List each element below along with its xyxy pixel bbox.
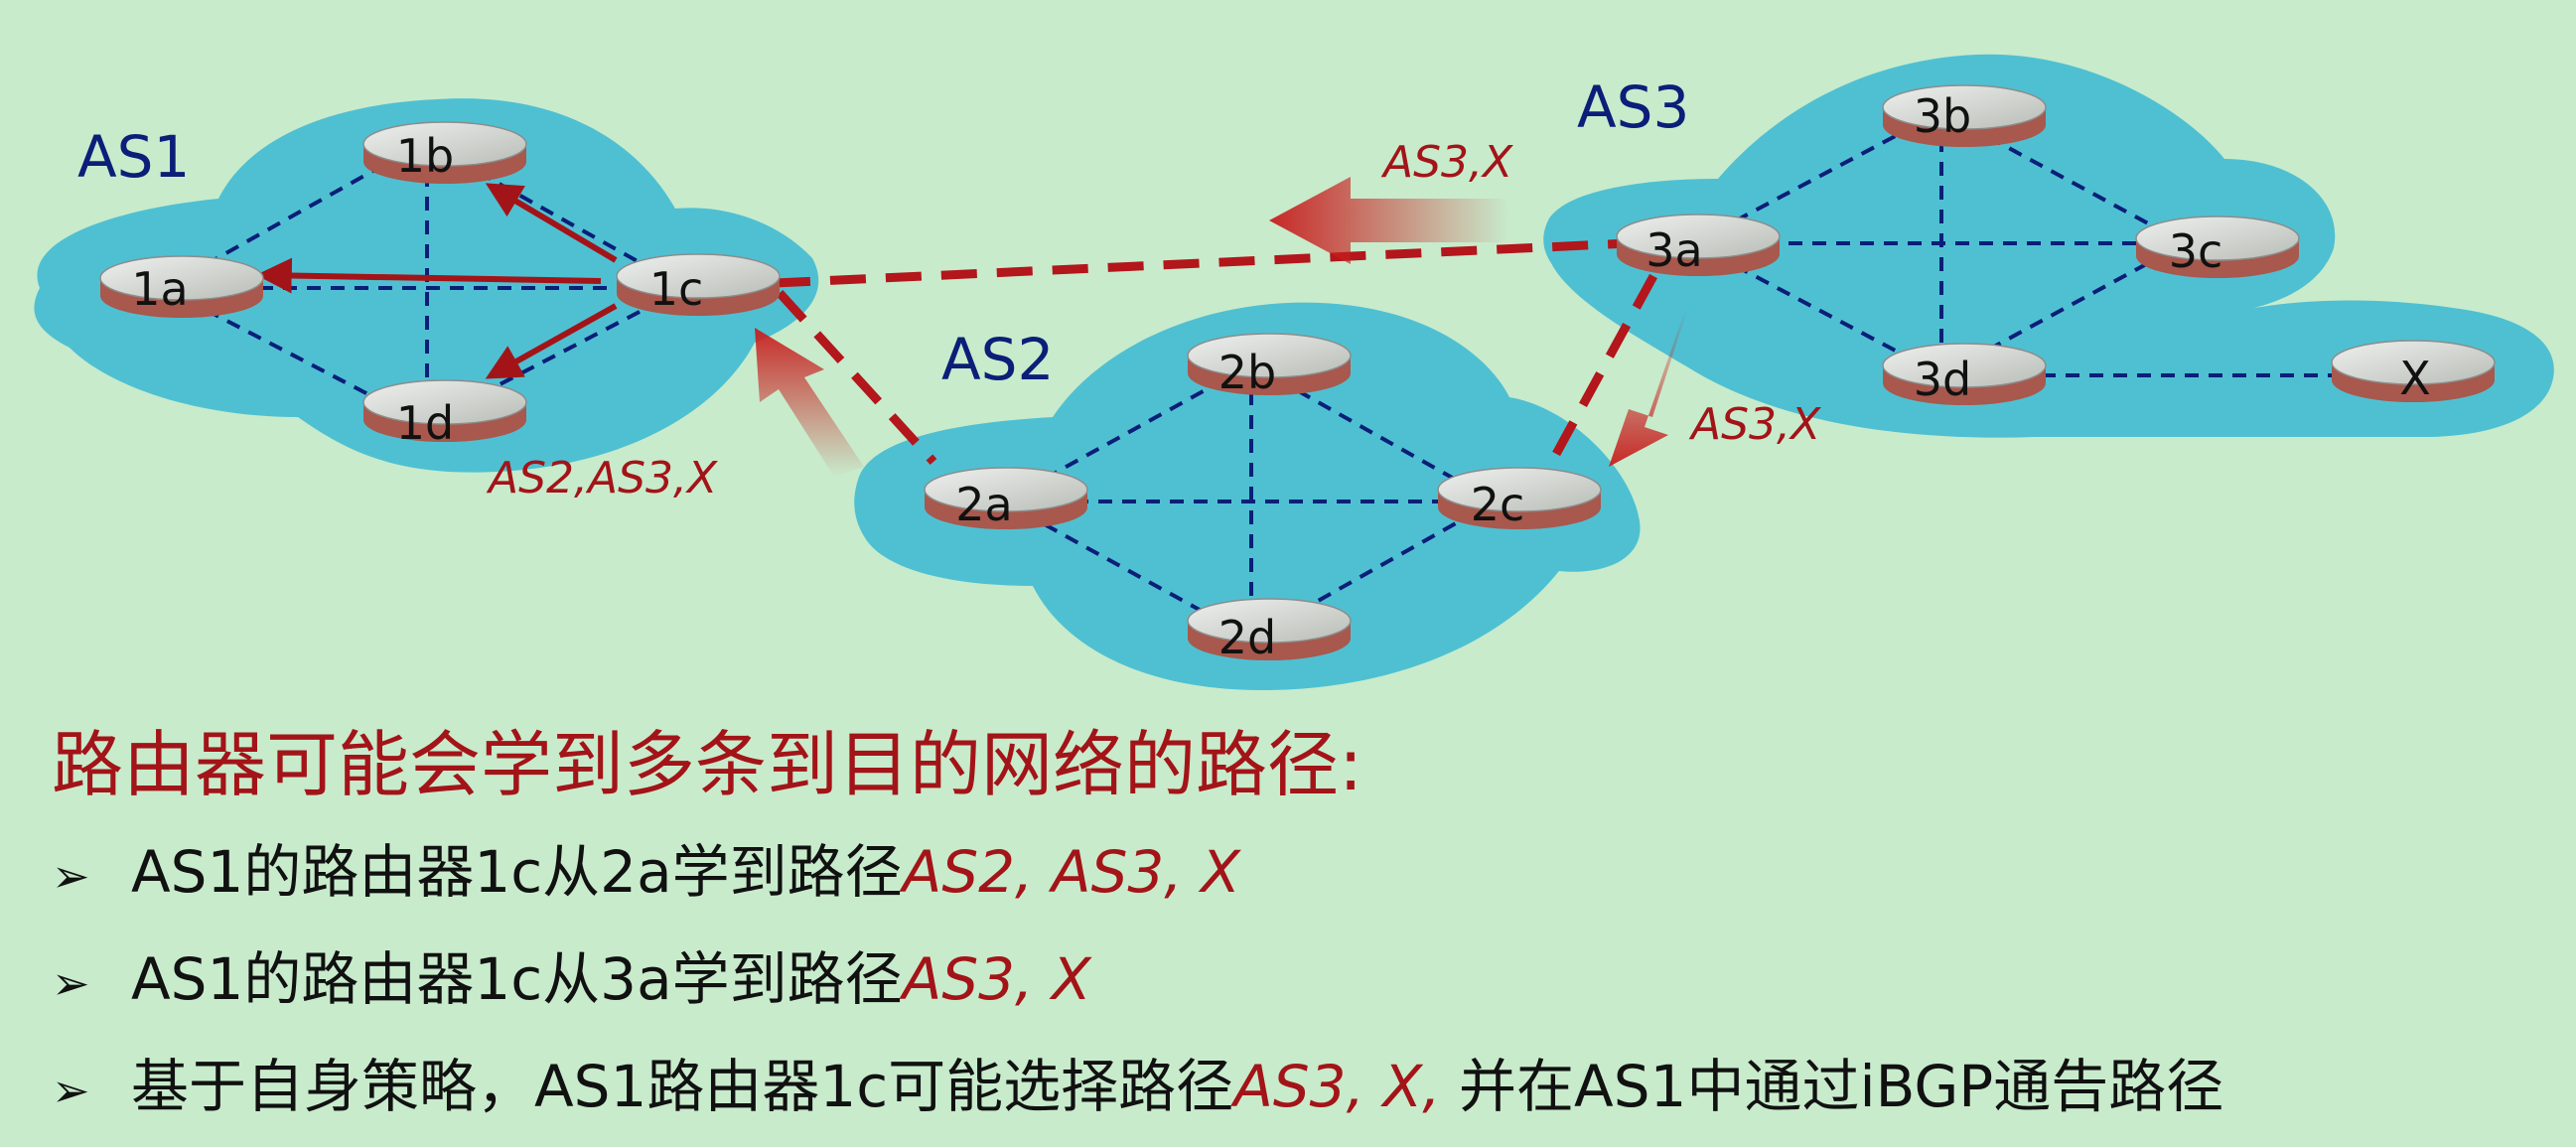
router-2a: 2a <box>924 467 1088 531</box>
router-1a: 1a <box>99 255 264 318</box>
router-label: 2c <box>1471 478 1525 531</box>
arrow-up-fade <box>755 328 864 477</box>
arrow-down-fade <box>1609 308 1688 467</box>
as2-label: AS2 <box>941 326 1054 393</box>
bullet-item: ➢ AS1的路由器1c从2a学到路径AS2, AS3, X <box>52 820 2534 928</box>
bullet-item: ➢ 基于自身策略，AS1路由器1c可能选择路径AS3, X, 并在AS1中通过iB… <box>52 1035 2534 1142</box>
router-label: 1a <box>131 262 188 316</box>
router-label: 2d <box>1218 611 1276 664</box>
router-1b: 1b <box>362 121 527 184</box>
router-label: 3a <box>1646 223 1702 277</box>
bullet-text: AS1的路由器1c从2a学到路径 <box>131 838 903 906</box>
router-label: 3d <box>1914 353 1971 406</box>
router-3a: 3a <box>1616 214 1781 277</box>
router-label: 1b <box>396 129 454 183</box>
explanation-text: 路由器可能会学到多条到目的网络的路径: ➢ AS1的路由器1c从2a学到路径AS2… <box>52 715 2534 1142</box>
ibgp-arrows <box>255 183 618 379</box>
as3-cloud <box>1543 54 2554 438</box>
router-label: 3c <box>2169 224 2223 278</box>
router-label: 1d <box>396 396 454 450</box>
bgp-network-diagram: 1b 1a 1c 1d 2b 2a 2c <box>34 54 2554 690</box>
bullet-highlight: AS3, X <box>902 945 1091 1013</box>
bullet-item: ➢ AS1的路由器1c从3a学到路径AS3, X <box>52 928 2534 1035</box>
path-label-right: AS3,X <box>1688 399 1821 450</box>
as1-label: AS1 <box>77 123 190 191</box>
as2-cloud <box>854 302 1641 690</box>
router-3d: 3d <box>1882 343 2047 406</box>
as3-label: AS3 <box>1577 73 1689 141</box>
router-2c: 2c <box>1437 467 1602 531</box>
bullet-marker-icon: ➢ <box>52 849 90 903</box>
router-1d: 1d <box>362 379 527 450</box>
propagation-arrows <box>755 177 1688 477</box>
bullet-suffix: 并在AS1中通过iBGP通告路径 <box>1440 1053 2224 1120</box>
router-label: 3b <box>1914 89 1971 143</box>
heading: 路由器可能会学到多条到目的网络的路径: <box>52 723 1363 806</box>
ebgp-links <box>774 238 1657 470</box>
bullet-marker-icon: ➢ <box>52 1064 90 1117</box>
bullet-text: 基于自身策略，AS1路由器1c可能选择路径 <box>131 1053 1234 1120</box>
path-label-left: AS2,AS3,X <box>486 453 718 503</box>
router-1c: 1c <box>616 253 781 316</box>
bullet-highlight: AS3, X, <box>1233 1053 1441 1120</box>
router-label: X <box>2399 352 2431 405</box>
router-2d: 2d <box>1187 598 1352 664</box>
router-3b: 3b <box>1882 84 2047 147</box>
router-2b: 2b <box>1187 333 1352 399</box>
routers: 1b 1a 1c 1d 2b 2a 2c <box>99 84 2496 664</box>
bullet-text: AS1的路由器1c从3a学到路径 <box>131 945 903 1013</box>
arrow-left-fade <box>1269 177 1509 264</box>
bullet-marker-icon: ➢ <box>52 956 90 1010</box>
router-3c: 3c <box>2135 215 2300 278</box>
router-x: X <box>2331 340 2496 405</box>
as1-cloud <box>34 98 819 473</box>
path-label-top: AS3,X <box>1380 137 1513 188</box>
bullet-highlight: AS2, AS3, X <box>902 838 1240 906</box>
router-label: 1c <box>649 262 704 316</box>
router-label: 2b <box>1218 346 1276 399</box>
router-label: 2a <box>955 478 1012 531</box>
